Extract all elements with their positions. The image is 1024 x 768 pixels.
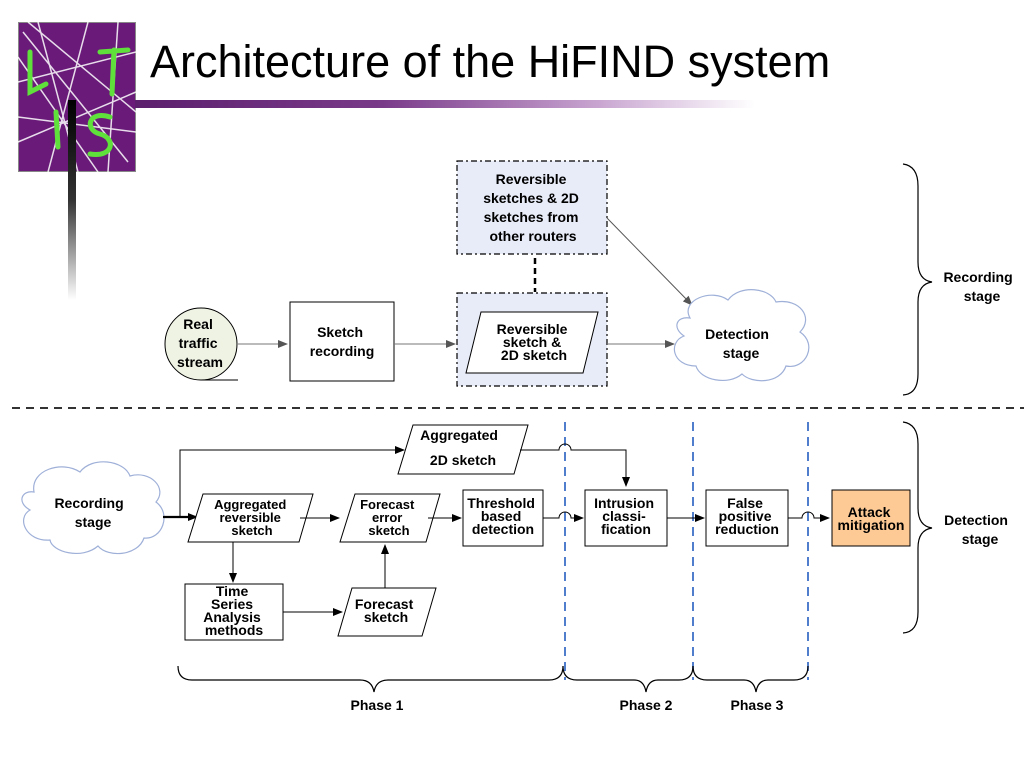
threshold-detection-box: Threshold based detection (462, 489, 544, 547)
threshold-line-3: detection (472, 521, 534, 537)
threshold-line-2: based (481, 508, 521, 524)
2d-sketch-to-intrusion-line (520, 443, 630, 487)
time-series-analysis-box: Time Series Analysis methods (184, 583, 284, 641)
detection-stage-brace (902, 421, 933, 634)
rec-cloud-line-2: stage (75, 514, 112, 530)
threshold-line-1: Threshold (467, 495, 535, 511)
sketch-recording-box: Sketch recording (289, 301, 395, 382)
external-line-2: sketches & 2D (483, 190, 579, 206)
traffic-line-2: traffic (179, 335, 218, 351)
svg-text:Sketch recording: Sketch recording (310, 324, 375, 359)
svg-text:Forecast sketch: Forecast sketch (355, 596, 417, 625)
aggrev-line-3: sketch (231, 523, 272, 538)
agg2d-line-2: 2D sketch (430, 452, 496, 468)
svg-text:Aggregated 2D sketch: Aggregated 2D sketch (420, 427, 502, 468)
sketch-recording-line-2: recording (310, 343, 375, 359)
forecast-sketch: Forecast sketch (337, 587, 437, 637)
threshold-to-intrusion-line (543, 511, 584, 522)
rec-cloud-line-1: Recording (54, 495, 123, 511)
real-traffic-stream: Real traffic stream (164, 307, 238, 381)
aggregated-reversible-sketch: Aggregated reversible sketch (187, 493, 314, 543)
detection-stage-label: Detection stage (944, 512, 1012, 547)
intrusion-line-3: fication (601, 521, 651, 537)
fe-line-1: Forecast (360, 497, 415, 512)
svg-text:Detection stage: Detection stage (705, 326, 773, 361)
phase-3-brace (692, 665, 809, 693)
reversible-sketch-container: Reversible sketch & 2D sketch (456, 292, 608, 387)
svg-text:Threshold based de: Threshold based detection (467, 495, 539, 537)
intrusion-line-2: classi- (602, 508, 646, 524)
svg-text:Intrusion classi-: Intrusion classi- fication (594, 495, 658, 537)
external-sketches-box: Reversible sketches & 2D sketches from o… (456, 160, 608, 255)
fs-line-1: Forecast (355, 596, 414, 612)
svg-text:Attack mitigation: Attack mitigation (838, 504, 905, 533)
phase-1-label: Phase 1 (351, 697, 404, 713)
title-underline (135, 100, 755, 108)
traffic-line-1: Real (183, 316, 213, 332)
external-to-detection-arrow (606, 217, 693, 306)
svg-text:Recording stage: Recording stage (54, 495, 127, 530)
aggrev-line-1: Aggregated (214, 497, 286, 512)
list-logo (17, 21, 137, 173)
external-line-1: Reversible (496, 171, 567, 187)
reversible-line-1: Reversible (497, 321, 568, 337)
fp-line-3: reduction (715, 521, 779, 537)
fs-line-2: sketch (364, 609, 408, 625)
svg-text:Time Series Analys: Time Series Analysis methods (203, 583, 264, 638)
ts-line-1: Time (216, 583, 249, 599)
agg2d-line-1: Aggregated (420, 427, 498, 443)
cloud-to-2d-sketch-line (179, 446, 405, 517)
recording-stage-label: Recording stage (943, 269, 1016, 304)
false-positive-to-attack-line (788, 511, 830, 522)
fp-line-1: False (727, 495, 763, 511)
aggregated-2d-sketch: Aggregated 2D sketch (397, 424, 529, 475)
svg-text:Real traffic strea: Real traffic stream (177, 316, 223, 370)
svg-text:Forecast error ske: Forecast error sketch (360, 497, 418, 538)
sketch-recording-line-1: Sketch (317, 324, 363, 340)
recording-stage-brace (902, 163, 933, 396)
ts-line-4: methods (205, 622, 264, 638)
phase-2-brace (562, 665, 694, 693)
attack-mitigation-box: Attack mitigation (831, 489, 911, 547)
forecast-error-sketch: Forecast error sketch (339, 493, 441, 543)
phase-2-label: Phase 2 (620, 697, 673, 713)
intrusion-line-1: Intrusion (594, 495, 654, 511)
detection-stage-line-1: Detection (705, 326, 769, 342)
detection-stage-cloud: Detection stage (673, 289, 810, 382)
external-line-4: other routers (489, 228, 576, 244)
recording-stage-cloud: Recording stage (21, 461, 165, 555)
phase-3-label: Phase 3 (731, 697, 784, 713)
reversible-line-2: sketch & (503, 334, 561, 350)
logo-shadow-bar (68, 100, 76, 300)
detection-stage-line-2: stage (723, 345, 760, 361)
svg-text:False positive red: False positive reduction (715, 495, 779, 537)
external-line-3: sketches from (484, 209, 579, 225)
ts-line-2: Series (211, 596, 253, 612)
fe-line-2: error (372, 510, 402, 525)
attack-line-1: Attack (848, 504, 891, 520)
ts-line-3: Analysis (203, 609, 261, 625)
svg-text:Reversible sketches & 2D: Reversible sketches & 2D sketches from o… (483, 171, 583, 244)
slide-title: Architecture of the HiFIND system (150, 36, 831, 87)
intrusion-classification-box: Intrusion classi- fication (584, 489, 668, 547)
attack-line-2: mitigation (838, 517, 905, 533)
svg-text:Reversible sketch &: Reversible sketch & 2D sketch (497, 321, 572, 363)
traffic-line-3: stream (177, 354, 223, 370)
fp-line-2: positive (719, 508, 772, 524)
fe-line-3: sketch (368, 523, 409, 538)
aggrev-line-2: reversible (219, 510, 280, 525)
svg-text:Aggregated reversible: Aggregated reversible sketch (214, 497, 290, 538)
false-positive-reduction-box: False positive reduction (705, 489, 789, 547)
phase-1-brace (177, 665, 564, 693)
reversible-line-3: 2D sketch (501, 347, 567, 363)
